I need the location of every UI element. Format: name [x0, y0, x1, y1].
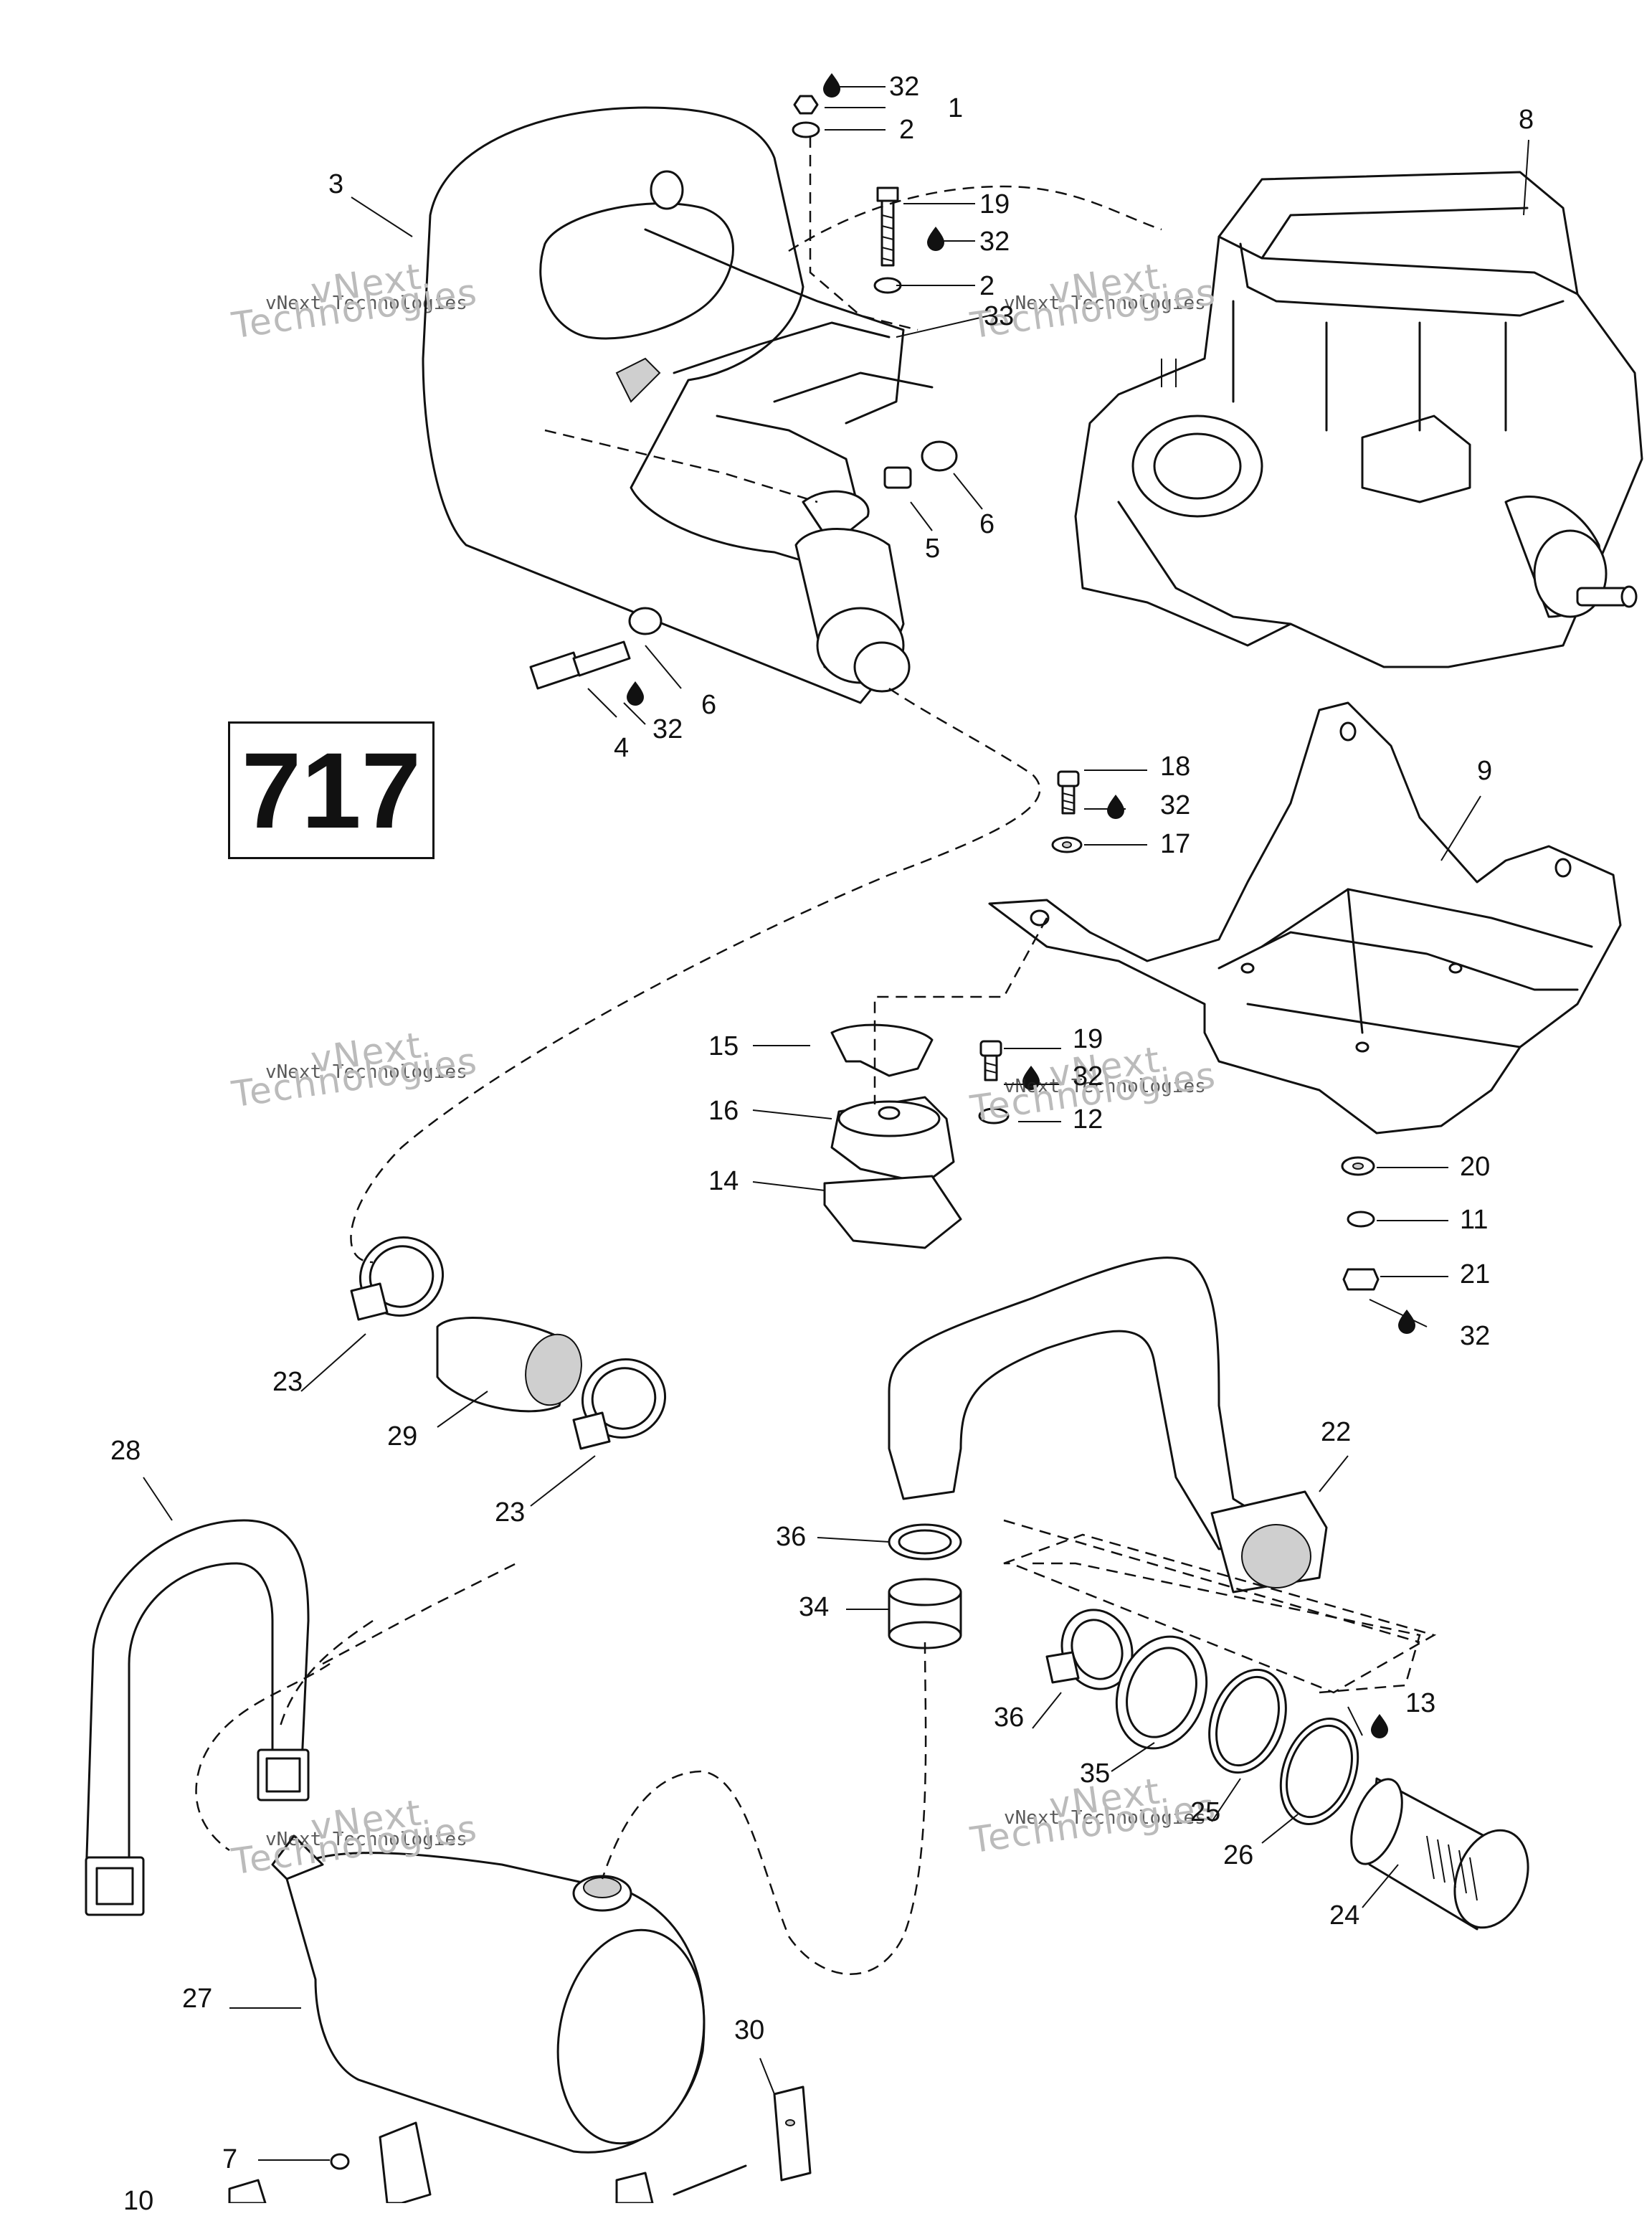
oil-drop-icons: [627, 73, 1415, 1738]
callout-19: 19: [1073, 1024, 1103, 1054]
outlet-fitting: [1115, 1635, 1529, 1931]
callout-32: 32: [1160, 790, 1191, 820]
callout-16: 16: [708, 1096, 739, 1126]
muffler-strap: [85, 1519, 310, 1916]
callout-25: 25: [1190, 1797, 1221, 1827]
engine-support: [988, 701, 1622, 1135]
oil-drop-icon: [1371, 1714, 1388, 1738]
callout-1: 1: [948, 93, 964, 123]
muffler: [271, 1834, 706, 2154]
oil-drop-icon: [823, 73, 840, 98]
callout-15: 15: [708, 1031, 739, 1061]
callout-7: 7: [222, 2144, 238, 2174]
assembly-lines: [195, 136, 1437, 1975]
oil-drop-icon: [1398, 1310, 1415, 1334]
callout-6: 6: [701, 690, 717, 720]
callout-3: 3: [328, 169, 344, 199]
manifold-hardware: [529, 95, 958, 690]
outlet-hose: [888, 1256, 1328, 1594]
model-code: 717: [241, 729, 422, 851]
hose-fittings: [888, 1523, 1134, 1690]
callout-5: 5: [925, 534, 941, 564]
callout-17: 17: [1160, 829, 1191, 859]
callout-32: 32: [1073, 1061, 1103, 1092]
model-code-box: 717: [228, 721, 435, 859]
tuned-pipe: [422, 106, 934, 704]
callout-35: 35: [1080, 1758, 1111, 1789]
callout-27: 27: [182, 1984, 213, 2014]
callout-26: 26: [1223, 1840, 1254, 1870]
callout-30: 30: [734, 2015, 765, 2045]
callout-2: 2: [979, 271, 995, 301]
callout-8: 8: [1519, 105, 1534, 135]
engine: [1074, 171, 1643, 668]
callout-36: 36: [776, 1522, 807, 1552]
oil-drop-icon: [927, 227, 944, 251]
callout-13: 13: [1405, 1688, 1436, 1718]
callout-32: 32: [889, 72, 920, 102]
callout-36: 36: [994, 1703, 1025, 1733]
callout-22: 22: [1321, 1417, 1352, 1447]
callout-23: 23: [272, 1367, 303, 1397]
bracket-hardware: [978, 770, 1380, 1291]
callout-14: 14: [708, 1166, 739, 1196]
callout-10: 10: [123, 2186, 154, 2216]
callout-34: 34: [799, 1592, 830, 1622]
callout-2: 2: [899, 115, 915, 145]
callout-4: 4: [614, 733, 630, 763]
callout-32: 32: [979, 227, 1010, 257]
rubber-mount: [823, 1023, 962, 1249]
oil-drop-icon: [627, 681, 644, 706]
callout-23: 23: [495, 1497, 526, 1528]
callout-12: 12: [1073, 1104, 1103, 1135]
muffler-brackets: [228, 2085, 812, 2203]
leader-lines: [143, 86, 1529, 2161]
oil-drop-icon: [1022, 1066, 1040, 1090]
callout-32: 32: [1460, 1321, 1491, 1351]
pipe-coupling: [350, 1236, 667, 1450]
callout-33: 33: [984, 301, 1015, 331]
callout-24: 24: [1329, 1900, 1360, 1931]
callout-21: 21: [1460, 1259, 1491, 1289]
callout-19: 19: [979, 189, 1010, 219]
callout-28: 28: [110, 1436, 141, 1466]
callout-9: 9: [1477, 756, 1493, 786]
callout-18: 18: [1160, 752, 1191, 782]
callout-20: 20: [1460, 1152, 1491, 1182]
oil-drop-icon: [1107, 795, 1124, 819]
callout-6: 6: [979, 509, 995, 539]
callout-32: 32: [652, 714, 683, 744]
callout-11: 11: [1460, 1205, 1489, 1235]
callout-29: 29: [387, 1421, 418, 1452]
